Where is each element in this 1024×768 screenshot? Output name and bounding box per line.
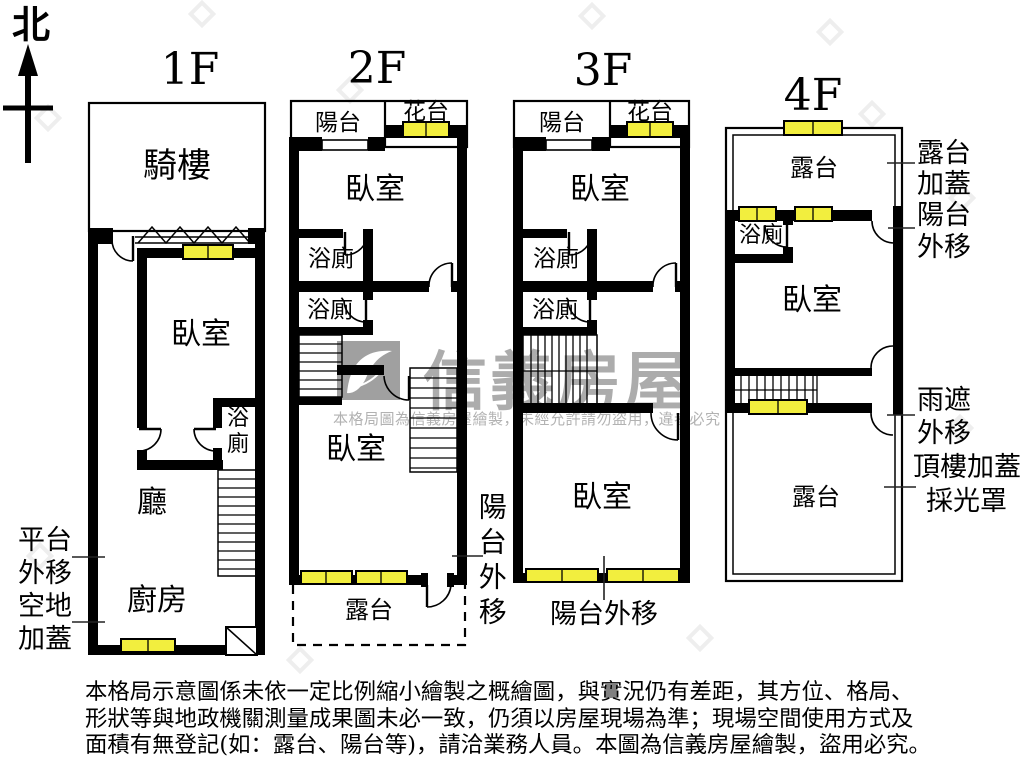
annotation-balcony-out-3f: 陽台外移: [550, 599, 658, 630]
floor-label-4f: 4F: [783, 70, 843, 121]
annotation-terrace-cover-l1: 露台: [917, 138, 971, 169]
annotation-1f-line1: 平台: [18, 525, 72, 556]
disclaimer-text: 本格局示意圖係未依一定比例縮小繪製之概繪圖，與實況仍有差距，其方位、格局、 形狀…: [85, 679, 931, 759]
compass-arrow: [3, 44, 53, 163]
room-label-balcony-3f: 陽台: [539, 110, 585, 136]
annotation-balcony-out-2f: 陽台外移: [474, 492, 508, 632]
room-label-flowerbed-2f: 花台: [403, 99, 449, 125]
floor-label-1f: 1F: [160, 44, 220, 95]
disclaimer-line-3: 面積有無登記(如：露台、陽台等)，請洽業務人員。本圖為信義房屋繪製，盜用必究。: [85, 732, 931, 758]
floor-2f-walls: [289, 99, 483, 647]
room-label-bedroom-front-2f: 臥室: [345, 172, 405, 207]
room-label-flowerbed-3f: 花台: [627, 99, 673, 125]
annotation-rain-cover-l1: 雨遮: [917, 385, 971, 416]
room-label-bedroom-front-3f: 臥室: [570, 172, 630, 207]
room-label-kitchen-1f: 廚房: [127, 583, 187, 618]
annotation-1f-line3: 空地: [18, 591, 72, 622]
floor-3f-walls: [512, 99, 691, 600]
annotation-1f-line4: 加蓋: [18, 624, 72, 655]
room-label-terrace-rear-4f: 露台: [792, 483, 840, 511]
room-label-bath-1f: 浴廁: [227, 406, 250, 458]
disclaimer-line-1: 本格局示意圖係未依一定比例縮小繪製之概繪圖，與實況仍有差距，其方位、格局、: [85, 679, 914, 705]
watermark-tile-pattern: [25, 0, 977, 675]
floor-label-2f: 2F: [347, 43, 407, 94]
annotation-roof-cover-l2: 採光罩: [926, 486, 1007, 517]
room-label-bath1-2f: 浴廁: [308, 246, 354, 272]
annotation-balcony-out-4f-l2: 外移: [917, 232, 971, 263]
annotation-rain-cover-l2: 外移: [917, 418, 971, 449]
room-label-arcade-1f: 騎樓: [143, 146, 211, 186]
room-label-bath2-3f: 浴廁: [532, 297, 578, 323]
disclaimer-line-2: 形狀等與地政機關測量成果圖未必一致，仍須以房屋現場為準；現場空間使用方式及: [85, 705, 914, 732]
annotation-balcony-out-4f-l1: 陽台: [917, 200, 971, 231]
room-label-bath2-2f: 浴廁: [307, 297, 353, 323]
room-label-bedroom-rear-3f: 臥室: [572, 480, 632, 515]
compass-north-label: 北: [12, 2, 51, 47]
room-label-bedroom-4f: 臥室: [782, 283, 842, 318]
room-label-bath-4f: 浴廁: [739, 223, 784, 248]
floor-4f-walls: [724, 120, 916, 583]
room-label-bath1-3f: 浴廁: [533, 246, 579, 272]
watermark-notice: 本格局圖為信義房屋繪製，未經允許請勿盜用，違者必究: [333, 410, 721, 428]
floor-1f-walls: [72, 101, 267, 656]
room-label-bedroom-rear-2f: 臥室: [326, 432, 386, 467]
room-label-terrace-2f: 露台: [345, 596, 393, 624]
floor-label-3f: 3F: [573, 45, 633, 96]
room-label-terrace-front-4f: 露台: [790, 154, 838, 182]
room-label-bedroom-1f: 臥室: [171, 317, 231, 352]
annotation-1f-line2: 外移: [18, 558, 72, 589]
room-label-balcony-2f: 陽台: [315, 110, 361, 136]
room-label-living-1f: 廳: [137, 485, 167, 520]
annotation-terrace-cover-l2: 加蓋: [917, 169, 971, 200]
annotation-roof-cover-l1: 頂樓加蓋: [913, 452, 1021, 483]
